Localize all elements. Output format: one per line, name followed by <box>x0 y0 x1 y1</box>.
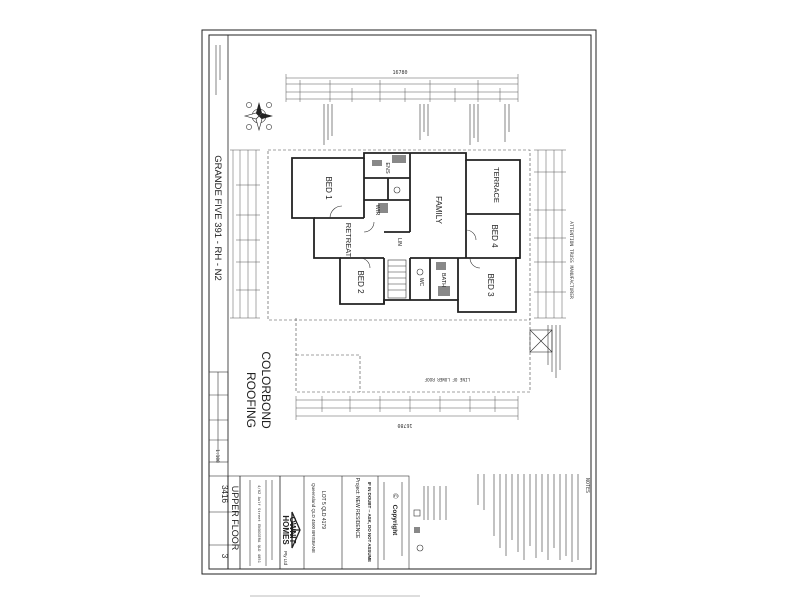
drawing-scale: 1:100 <box>214 449 220 463</box>
roofing-label-line2: ROOFING <box>244 372 258 428</box>
revision-table <box>208 371 229 463</box>
drawing-number: 3416 <box>220 485 229 503</box>
file-path-scribble <box>215 45 221 95</box>
bottom-dimensions <box>295 396 519 420</box>
top-annotation-notes <box>323 104 510 145</box>
room-label-family: FAMILY <box>434 196 443 225</box>
lower-roof-outline <box>295 318 553 393</box>
right-dimensions <box>534 149 566 319</box>
room-label-bed1: BED 1 <box>324 176 333 200</box>
truss-attention-note: ATTENTION TRUSS MANUFACTURER <box>568 221 574 299</box>
doubt-warning: IF IN DOUBT -- ASK, DO NOT ASSUME <box>367 482 372 562</box>
sheet-title: UPPER FLOOR <box>230 486 240 551</box>
overall-dimension-top: 16780 <box>392 70 407 76</box>
top-dimensions <box>285 74 519 102</box>
room-label-lin: LIN <box>396 238 402 246</box>
room-label-ens: ENS <box>384 162 390 174</box>
room-label-terrace: TERRACE <box>492 167 501 203</box>
room-label-bed2: BED 2 <box>356 270 365 294</box>
left-dimensions <box>230 149 260 319</box>
site-address: Queensland QLD 4500 BRISBANE <box>311 483 316 553</box>
plan-side-title: GRANDE FIVE 391 - RH - N2 <box>212 155 223 281</box>
company-suffix: Pty Ltd <box>283 551 288 566</box>
office-address: 4/62 Aulf Street ENOGGERA QLD 4051 <box>257 485 262 563</box>
roofing-label-line1: COLORBOND <box>259 351 273 429</box>
lot-location: LOT 5 QLD 4179 <box>320 491 326 529</box>
door-swings <box>329 205 481 269</box>
north-compass-icon <box>243 102 273 132</box>
sheet-number: 3 <box>220 554 229 559</box>
sheet-outer-border <box>201 29 597 575</box>
company-name-ownit: OWNIT <box>288 517 297 544</box>
room-label-retreat: RETREAT <box>344 223 353 258</box>
wet-area-fixtures <box>372 155 450 296</box>
staircase <box>387 259 407 299</box>
room-label-wc: WC <box>418 278 424 287</box>
room-label-bed4: BED 4 <box>490 224 499 248</box>
project-name: Project: NEW RESIDENCE <box>354 478 360 539</box>
notes-heading: NOTES <box>584 478 590 493</box>
office-contact-lines <box>249 480 403 566</box>
title-block <box>208 475 410 570</box>
floor-plan-walls <box>291 152 521 313</box>
room-label-wir: WIR <box>374 205 380 216</box>
room-label-bed3: BED 3 <box>486 273 495 297</box>
company-name-homes: HOMES <box>281 515 290 545</box>
room-label-bath: BATH <box>440 273 446 287</box>
copyright-heading: Copyright <box>391 505 398 537</box>
roof-outline <box>267 149 531 321</box>
copyright-symbol-icon: © <box>391 493 399 499</box>
company-logo-icon <box>291 511 301 549</box>
symbol-legend <box>413 486 447 552</box>
truss-notes-lines <box>547 325 561 378</box>
general-notes-lines <box>477 474 579 562</box>
lower-roof-label: LINE OF LOWER ROOF <box>424 377 470 382</box>
overall-dimension-bottom: 16780 <box>397 422 412 428</box>
